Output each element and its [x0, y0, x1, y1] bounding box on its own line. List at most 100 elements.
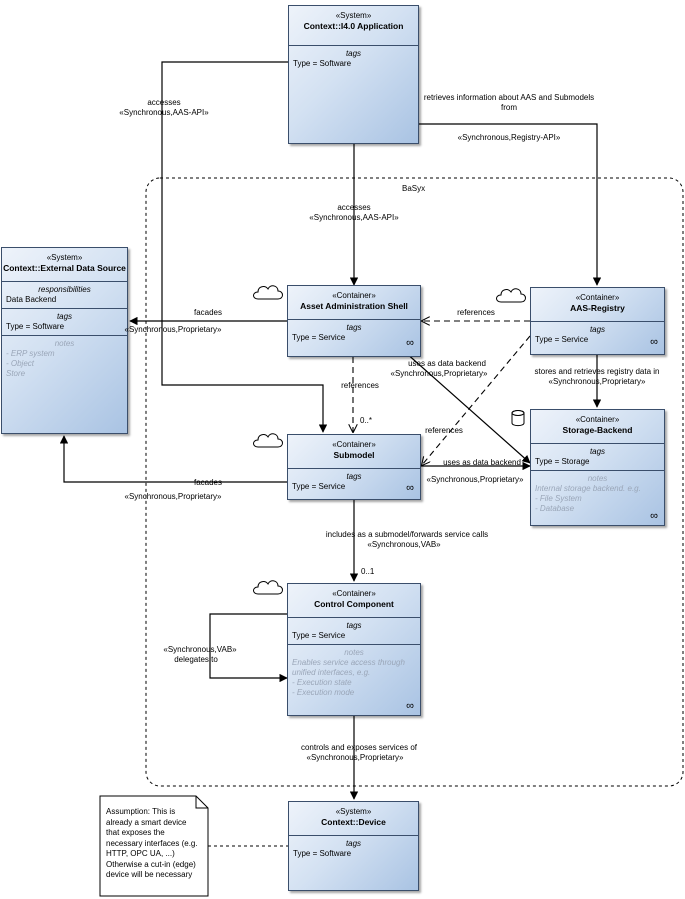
edge-app-registry	[419, 123, 602, 286]
edge-label: uses as data backend	[443, 458, 521, 467]
stereotype: «Container»	[575, 415, 620, 424]
stereotype: «Container»	[575, 293, 620, 302]
infinity-icon: ∞	[406, 700, 414, 712]
node-title: Context::I4.0 Application	[303, 21, 404, 31]
edge-label: references	[341, 381, 379, 390]
note-line: - File System	[535, 494, 582, 503]
edge-label: «Synchronous,Proprietary»	[426, 475, 524, 484]
edge-label: references	[457, 308, 495, 317]
edge-aas-storage	[404, 351, 531, 464]
stereotype: «System»	[335, 11, 372, 20]
note-line: necessary interfaces (e.g.	[106, 838, 198, 848]
edge-label: delegates to	[174, 655, 218, 664]
basyx-boundary	[145, 177, 684, 787]
note-line: - Execution state	[292, 678, 352, 687]
node-storage-backend[interactable]: «Container» Storage-Backend tags Type = …	[530, 409, 665, 526]
stereotype: «Container»	[332, 589, 376, 598]
edge-label: facades	[193, 308, 223, 317]
stereotype: «System»	[335, 807, 372, 816]
node-i40-application[interactable]: «System» Context::I4.0 Application tags …	[288, 5, 419, 144]
note-line: - Object	[6, 359, 35, 368]
type-value: Type = Software	[6, 322, 65, 331]
node-asset-administration-shell[interactable]: «Container» Asset Administration Shell t…	[287, 285, 421, 357]
node-title: Asset Administration Shell	[300, 301, 408, 311]
edge-label: «Synchronous,Proprietary»	[124, 492, 222, 501]
tags-label: tags	[346, 621, 362, 630]
note-line: Otherwise a cut-in (edge)	[106, 859, 196, 869]
note-line: HTTP, OPC UA, ...)	[106, 849, 175, 858]
edge-label: «Synchronous,AAS-API»	[119, 108, 209, 117]
multiplicity-label: 0..1	[361, 567, 375, 576]
type-value: Type = Software	[293, 59, 352, 68]
edge-label: accesses	[337, 203, 371, 212]
boundary-label: BaSyx	[402, 184, 426, 193]
notes-label: notes	[54, 339, 75, 348]
node-external-data-source[interactable]: «System» Context::External Data Source r…	[1, 247, 128, 434]
tags-label: tags	[346, 472, 362, 481]
edge-label: stores and retrieves registry data in	[534, 367, 660, 376]
multiplicity-label: 0..*	[360, 416, 373, 425]
edge-app-submodel	[161, 61, 328, 433]
responsibility-value: Data Backend	[6, 295, 57, 304]
node-device[interactable]: «System» Context::Device tags Type = Sof…	[288, 801, 419, 891]
stereotype: «System»	[46, 253, 83, 262]
edge-label: facades	[193, 478, 223, 487]
edge-label: «Synchronous,VAB»	[367, 540, 441, 549]
cloud-icon	[253, 285, 283, 300]
edge-label: accesses	[147, 98, 181, 107]
stereotype: «Container»	[332, 291, 376, 300]
edge-label: «Synchronous,Proprietary»	[390, 369, 488, 378]
tags-label: tags	[56, 312, 73, 321]
note-line: Enables service access through	[292, 658, 405, 667]
tags-label: tags	[589, 325, 606, 334]
edge-label: uses as data backend	[408, 359, 486, 368]
tags-label: tags	[346, 323, 362, 332]
edge-control-self	[209, 613, 288, 683]
notes-label: notes	[587, 474, 608, 483]
node-aas-registry[interactable]: «Container» AAS-Registry tags Type = Ser…	[530, 287, 665, 355]
stereotype: «Container»	[332, 440, 376, 449]
node-title: Control Component	[314, 599, 394, 609]
assumption-note: Assumption: This is already a smart devi…	[100, 800, 208, 896]
edge-registry-submodel	[422, 335, 531, 465]
note-line: unified interfaces, e.g.	[292, 668, 371, 677]
tags-label: tags	[589, 447, 606, 456]
type-value: Type = Software	[293, 849, 352, 858]
node-submodel[interactable]: «Container» Submodel tags Type = Service…	[287, 434, 421, 500]
note-shape	[99, 795, 209, 897]
infinity-icon: ∞	[650, 336, 658, 348]
edge-label: from	[501, 103, 517, 112]
edge-label: «Synchronous,Proprietary»	[124, 325, 222, 334]
node-title: Context::Device	[321, 817, 386, 827]
node-title: Storage-Backend	[562, 425, 633, 435]
note-line: - Execution mode	[292, 688, 355, 697]
edge-label: «Synchronous,AAS-API»	[309, 213, 399, 222]
node-title: Context::External Data Source	[3, 263, 126, 273]
edge-label: «Synchronous,VAB»	[163, 645, 237, 654]
responsibilities-label: responsibilities	[38, 285, 91, 294]
node-title: Submodel	[333, 450, 375, 460]
type-value: Type = Service	[292, 333, 346, 342]
type-value: Type = Service	[292, 631, 346, 640]
node-control-component[interactable]: «Container» Control Component tags Type …	[287, 583, 421, 716]
type-value: Type = Service	[292, 482, 346, 491]
note-line: Store	[6, 369, 26, 378]
edge-label: retrieves information about AAS and Subm…	[423, 93, 595, 102]
cloud-icon	[496, 288, 526, 303]
tags-label: tags	[345, 839, 362, 848]
type-value: Type = Service	[535, 335, 589, 344]
database-icon	[511, 410, 525, 427]
infinity-icon: ∞	[650, 510, 658, 522]
edge-submodel-external	[59, 435, 287, 483]
note-line: that exposes the	[106, 828, 165, 837]
edge-label: references	[425, 426, 463, 435]
note-line: - Database	[535, 504, 575, 513]
note-line: Assumption: This is	[106, 807, 176, 816]
infinity-icon: ∞	[406, 482, 414, 494]
infinity-icon: ∞	[406, 337, 414, 349]
edge-label: «Synchronous,Proprietary»	[548, 377, 646, 386]
note-line: device will be necessary	[106, 870, 193, 879]
edge-label: «Synchronous,Proprietary»	[306, 753, 404, 762]
